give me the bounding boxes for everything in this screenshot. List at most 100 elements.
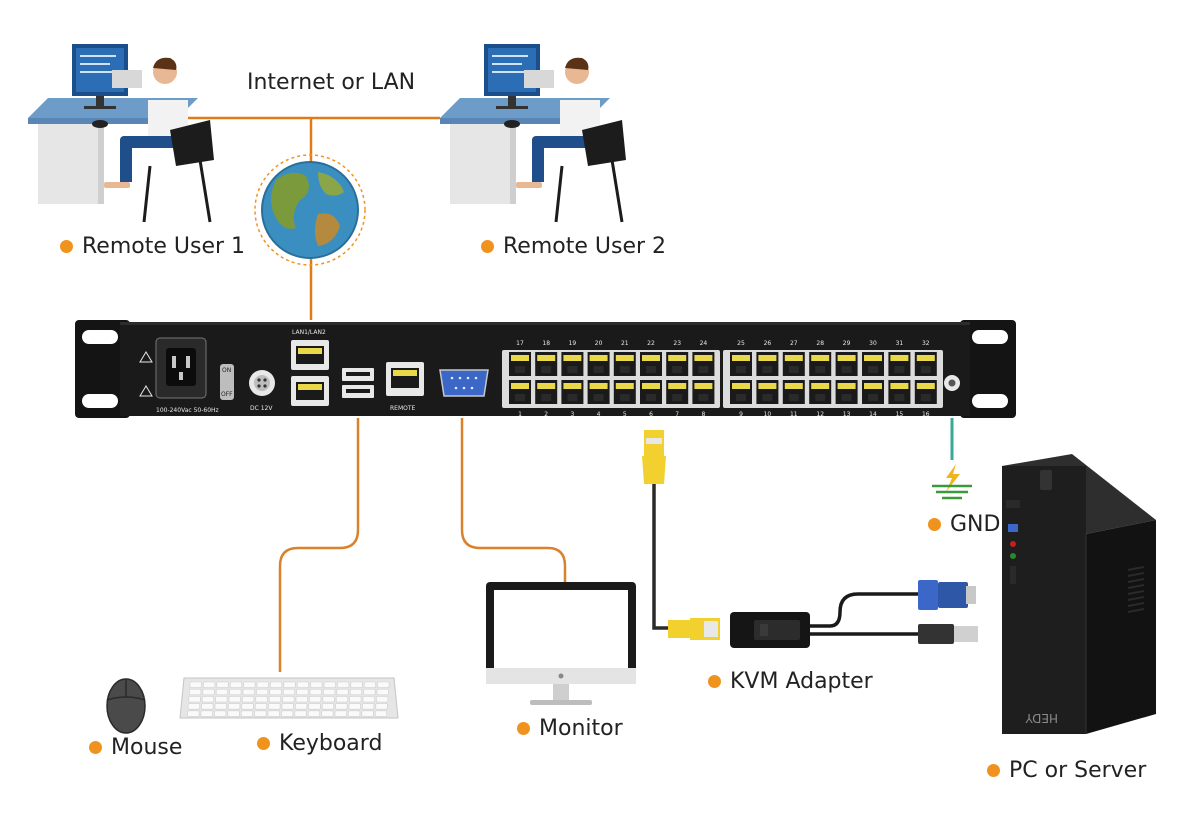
rj45-port[interactable] (809, 352, 832, 376)
port-number-label: 5 (623, 411, 627, 418)
usb-port-2[interactable] (342, 385, 374, 398)
rj45-port[interactable] (782, 352, 805, 376)
ground-icon (932, 484, 972, 500)
pc-server-text: PC or Server (1009, 758, 1147, 783)
port-number-label: 32 (922, 340, 930, 347)
kvm-adapter-cables (642, 430, 978, 648)
rj45-port[interactable] (509, 352, 531, 376)
gnd-label: GND (928, 512, 1000, 537)
mouse-illustration (106, 678, 146, 734)
rj45-port[interactable] (613, 380, 636, 404)
rj45-port[interactable] (666, 380, 689, 404)
ground-connection (932, 418, 972, 500)
port-number-label: 6 (649, 411, 653, 418)
remote-port[interactable] (386, 362, 424, 396)
power-rating-label: 100-240Vac 50-60Hz (156, 407, 219, 414)
power-switch[interactable] (220, 364, 234, 400)
rj45-port[interactable] (756, 352, 779, 376)
port-number-label: 31 (896, 340, 904, 347)
port-number-label: 22 (647, 340, 655, 347)
rj45-plug-top (642, 430, 666, 484)
port-number-label: 11 (790, 411, 798, 418)
rj45-port[interactable] (561, 380, 584, 404)
port-number-label: 18 (542, 340, 550, 347)
rj45-port[interactable] (862, 352, 884, 376)
rj45-port[interactable] (730, 380, 752, 404)
mouse-label: Mouse (89, 735, 182, 760)
mouse-text: Mouse (111, 735, 183, 760)
bullet-dot (987, 764, 1000, 777)
port-number-label: 29 (843, 340, 851, 347)
lan-label: LAN1/LAN2 (292, 329, 326, 336)
lan-port-2[interactable] (291, 376, 329, 406)
rj45-port[interactable] (888, 352, 911, 376)
bullet-dot (517, 722, 530, 735)
rj45-port[interactable] (692, 352, 715, 376)
remote-user-1-illustration (28, 44, 214, 223)
rj45-port[interactable] (535, 352, 558, 376)
bullet-dot (257, 737, 270, 750)
kvm-adapter-label: KVM Adapter (708, 669, 873, 694)
kvm-switch-panel: 100-240Vac 50-60Hz ON OFF DC 12V LAN1/LA… (75, 320, 1016, 418)
rj45-port[interactable] (692, 380, 715, 404)
keyboard-cable (278, 418, 360, 672)
pc-vents (1127, 566, 1145, 613)
port-number-label: 1 (518, 411, 522, 418)
monitor-cable (460, 418, 567, 582)
rj45-port[interactable] (613, 352, 636, 376)
switch-on-label: ON (222, 367, 231, 374)
warning-icon (139, 385, 153, 397)
rj45-port[interactable] (782, 380, 805, 404)
rj45-port[interactable] (640, 352, 662, 376)
peripheral-cables (278, 418, 567, 672)
globe-icon (254, 154, 366, 266)
port-number-label: 30 (869, 340, 877, 347)
port-number-label: 15 (896, 411, 904, 418)
remote-user-2-label: Remote User 2 (481, 234, 666, 259)
rj45-port[interactable] (640, 380, 662, 404)
port-number-label: 28 (816, 340, 824, 347)
port-number-label: 20 (595, 340, 603, 347)
rj45-port[interactable] (914, 380, 937, 404)
usb-port-1[interactable] (342, 368, 374, 381)
bullet-dot (89, 741, 102, 754)
remote-user-1-text: Remote User 1 (82, 234, 246, 259)
vga-plug (918, 580, 976, 610)
port-number-label: 23 (673, 340, 681, 347)
rj45-port[interactable] (730, 352, 752, 376)
lan-port-1[interactable] (291, 340, 329, 370)
bullet-dot (928, 518, 941, 531)
monitor-illustration (486, 582, 636, 705)
bullet-dot (481, 240, 494, 253)
rj45-port[interactable] (587, 380, 610, 404)
rj45-port[interactable] (835, 352, 858, 376)
remote-label: REMOTE (390, 405, 416, 412)
lightning-icon (946, 464, 960, 492)
rj45-port[interactable] (535, 380, 558, 404)
monitor-label: Monitor (517, 716, 623, 741)
remote-user-2-illustration (440, 44, 626, 223)
bullet-dot (60, 240, 73, 253)
port-number-label: 10 (764, 411, 772, 418)
rj45-port[interactable] (509, 380, 531, 404)
port-number-label: 12 (816, 411, 824, 418)
port-number-label: 27 (790, 340, 798, 347)
rj45-port[interactable] (888, 380, 911, 404)
keyboard-label: Keyboard (257, 731, 382, 756)
vga-port[interactable] (439, 369, 489, 397)
rj45-port[interactable] (862, 380, 884, 404)
port-number-label: 14 (869, 411, 877, 418)
rj45-port[interactable] (561, 352, 584, 376)
rj45-port[interactable] (756, 380, 779, 404)
rj45-port[interactable] (835, 380, 858, 404)
rj45-port[interactable] (809, 380, 832, 404)
dc-label: DC 12V (250, 405, 273, 412)
rj45-port[interactable] (587, 352, 610, 376)
rj45-port[interactable] (666, 352, 689, 376)
remote-user-2-text: Remote User 2 (503, 234, 667, 259)
rj45-port[interactable] (914, 352, 937, 376)
switch-off-label: OFF (221, 391, 233, 398)
gnd-text: GND (950, 512, 1001, 537)
